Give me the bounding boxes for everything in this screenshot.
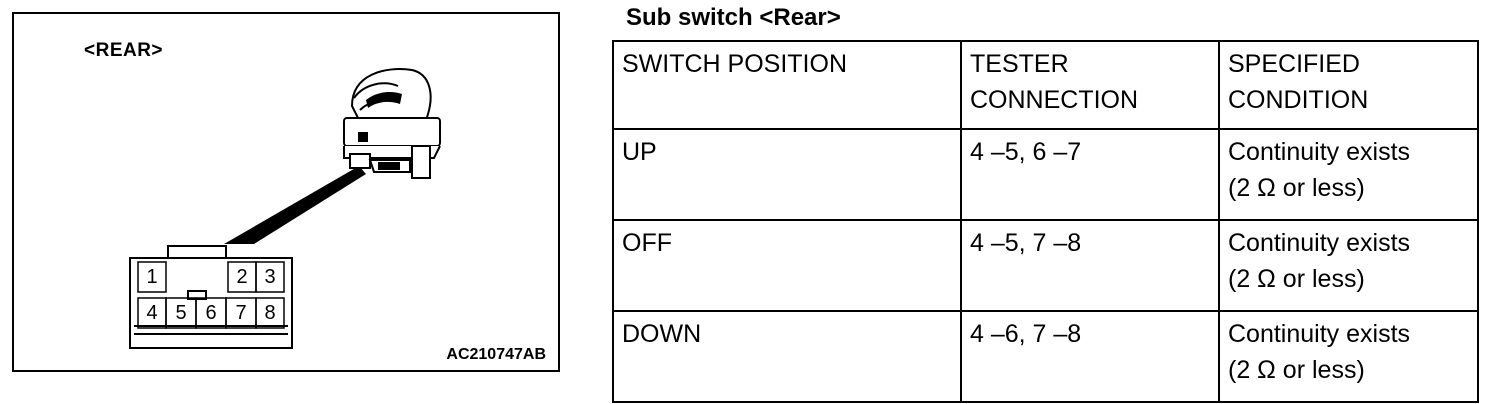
spec-table: SWITCH POSITION TESTER CONNECTION SPECIF… bbox=[612, 40, 1479, 403]
cell-position: DOWN bbox=[612, 310, 962, 403]
cell-condition: Continuity exists (2 Ω or less) bbox=[1218, 128, 1479, 221]
cell-connection: 4 –5, 7 –8 bbox=[960, 219, 1220, 312]
cell-connection: 4 –5, 6 –7 bbox=[960, 128, 1220, 221]
connector-figure: <REAR> 1 2 3 4 5 6 7 8 AC210747AB bbox=[12, 12, 560, 372]
cell-condition: Continuity exists (2 Ω or less) bbox=[1218, 310, 1479, 403]
pin-6: 6 bbox=[205, 302, 217, 324]
pin-4: 4 bbox=[146, 302, 158, 324]
cell-connection: 4 –6, 7 –8 bbox=[960, 310, 1220, 403]
table-title: Sub switch <Rear> bbox=[626, 4, 841, 31]
header-specified-condition: SPECIFIED CONDITION bbox=[1218, 40, 1479, 130]
switch-illustration bbox=[129, 68, 441, 349]
header-specified-line1: SPECIFIED bbox=[1228, 50, 1360, 78]
header-tester-line1: TESTER bbox=[970, 50, 1069, 78]
pin-2: 2 bbox=[236, 266, 248, 288]
table-header-row: SWITCH POSITION TESTER CONNECTION SPECIF… bbox=[612, 40, 1479, 130]
pin-8: 8 bbox=[264, 302, 276, 324]
pin-7: 7 bbox=[235, 302, 247, 324]
table-row: DOWN 4 –6, 7 –8 Continuity exists (2 Ω o… bbox=[612, 310, 1479, 403]
cell-position: OFF bbox=[612, 219, 962, 312]
condition-line1: Continuity exists bbox=[1228, 138, 1411, 166]
header-specified-line2: CONDITION bbox=[1228, 86, 1369, 114]
header-tester-connection: TESTER CONNECTION bbox=[960, 40, 1220, 130]
condition-line2: (2 Ω or less) bbox=[1228, 356, 1365, 384]
table-row: UP 4 –5, 6 –7 Continuity exists (2 Ω or … bbox=[612, 128, 1479, 221]
condition-line1: Continuity exists bbox=[1228, 320, 1411, 348]
switch-body bbox=[343, 68, 441, 179]
cell-condition: Continuity exists (2 Ω or less) bbox=[1218, 219, 1479, 312]
header-tester-line2: CONNECTION bbox=[970, 86, 1139, 114]
pin-3: 3 bbox=[264, 266, 276, 288]
table-row: OFF 4 –5, 7 –8 Continuity exists (2 Ω or… bbox=[612, 219, 1479, 312]
cell-position: UP bbox=[612, 128, 962, 221]
condition-line2: (2 Ω or less) bbox=[1228, 174, 1365, 202]
figure-code: AC210747AB bbox=[446, 346, 546, 363]
connector-housing bbox=[129, 245, 293, 349]
pin-1: 1 bbox=[146, 266, 158, 288]
pin-5: 5 bbox=[175, 302, 187, 324]
figure-label-rear: <REAR> bbox=[84, 40, 164, 61]
header-switch-position: SWITCH POSITION bbox=[612, 40, 962, 130]
connector-pin-cells bbox=[137, 261, 285, 329]
switch-shading bbox=[358, 92, 402, 170]
leader-wedge bbox=[224, 166, 366, 244]
condition-line2: (2 Ω or less) bbox=[1228, 265, 1365, 293]
condition-line1: Continuity exists bbox=[1228, 229, 1411, 257]
header-switch-position-text: SWITCH POSITION bbox=[622, 50, 847, 78]
